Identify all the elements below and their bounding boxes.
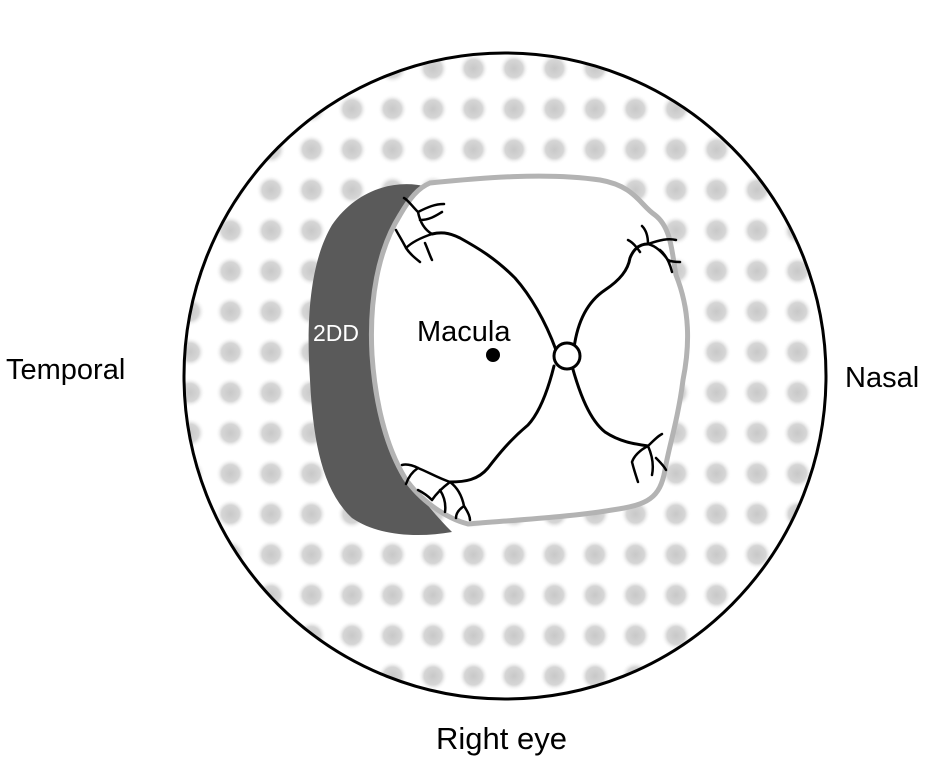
optic-disc xyxy=(552,341,582,371)
vessel-lower-left xyxy=(448,364,556,484)
vessel-upper-left xyxy=(430,231,558,352)
macula-label: Macula xyxy=(417,316,511,348)
vessel-lower-right xyxy=(570,364,650,448)
vessel-upper-left-branches xyxy=(394,196,446,264)
vessel-upper-right-branches xyxy=(626,224,682,274)
two-dd-band xyxy=(308,184,452,536)
eye-outline xyxy=(182,51,828,701)
caption-label: Right eye xyxy=(436,721,567,756)
nasal-label: Nasal xyxy=(845,362,919,394)
fovea-dot xyxy=(486,348,500,362)
temporal-label: Temporal xyxy=(6,354,125,386)
vessel-lower-right-branches xyxy=(630,432,668,484)
central-region xyxy=(368,173,691,527)
two-dd-label: 2DD xyxy=(313,320,359,346)
vessel-lower-left-branches xyxy=(400,463,472,522)
retinal-vessels xyxy=(394,196,682,522)
